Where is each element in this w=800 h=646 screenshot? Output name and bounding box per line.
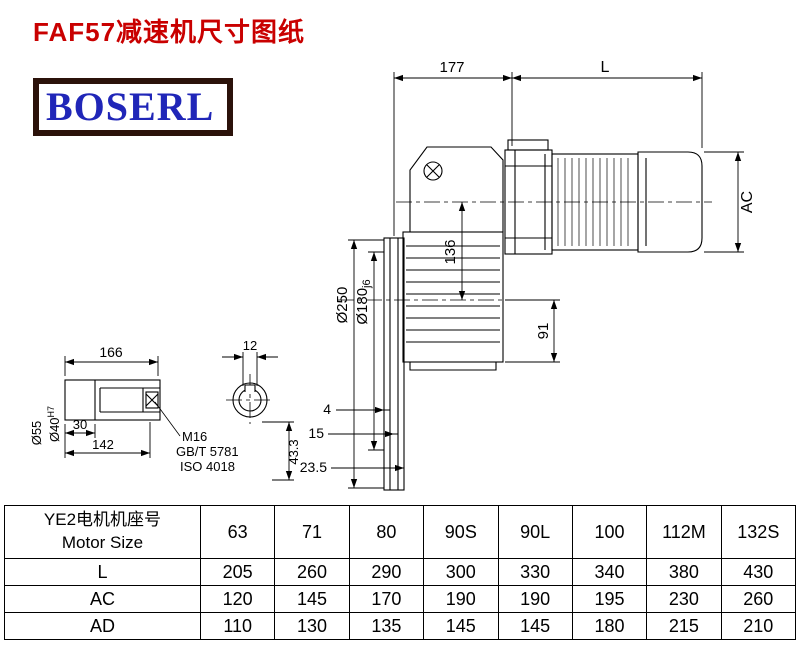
dim-30-label: 30 xyxy=(73,417,87,432)
motor-size-80: 80 xyxy=(348,505,425,559)
dim-40-value: Ø40 xyxy=(47,417,62,442)
dim-55-label: Ø55 xyxy=(29,421,44,446)
dim-L-label: L xyxy=(601,59,610,76)
table-row-AD: AD 110 130 135 145 145 180 215 210 xyxy=(4,612,797,640)
row-label-L: L xyxy=(4,558,201,586)
centerlines xyxy=(226,201,712,424)
row-label-AD: AD xyxy=(4,612,201,640)
table-cell: 430 xyxy=(720,558,797,586)
table-cell: 330 xyxy=(497,558,573,586)
table-cell: 190 xyxy=(497,585,573,613)
dim-43_3-label: 43.3 xyxy=(286,439,301,464)
table-cell: 190 xyxy=(423,585,499,613)
table-cell: 215 xyxy=(646,612,722,640)
motor-size-90L: 90L xyxy=(497,505,573,559)
table-cell: 210 xyxy=(720,612,797,640)
standard-gb-note: GB/T 5781 xyxy=(176,444,239,459)
motor-size-71: 71 xyxy=(274,505,350,559)
lifting-eye-mark xyxy=(423,161,443,181)
dim-166-label: 166 xyxy=(99,344,123,360)
table-cell: 120 xyxy=(199,585,276,613)
table-cell: 135 xyxy=(348,612,425,640)
dim-40-label: Ø40H7 xyxy=(46,406,62,442)
motor-size-100: 100 xyxy=(571,505,648,559)
dim-12-label: 12 xyxy=(243,338,257,353)
table-cell: 195 xyxy=(571,585,648,613)
technical-drawing: 177 L AC Ø250 Ø180j6 136 91 4 15 23.5 16… xyxy=(29,59,756,491)
dim-AC-label: AC xyxy=(739,191,756,213)
table-cell: 170 xyxy=(348,585,425,613)
motor-size-63: 63 xyxy=(199,505,276,559)
standard-iso-note: ISO 4018 xyxy=(180,459,235,474)
table-row-AC: AC 120 145 170 190 190 195 230 260 xyxy=(4,585,797,613)
dim-142-label: 142 xyxy=(92,437,114,452)
table-cell: 180 xyxy=(571,612,648,640)
page-title: FAF57减速机尺寸图纸 xyxy=(33,17,306,47)
table-row-L: L 205 260 290 300 330 340 380 430 xyxy=(4,558,797,586)
gearbox-motor-outline xyxy=(383,139,703,491)
motor-size-header-en: Motor Size xyxy=(61,533,144,552)
table-cell: 260 xyxy=(274,558,350,586)
dimension-lines xyxy=(64,72,744,489)
row-label-AC: AC xyxy=(4,585,201,613)
dim-250-label: Ø250 xyxy=(334,287,351,324)
dim-4-label: 4 xyxy=(323,401,331,417)
dim-180-tolerance: j6 xyxy=(361,279,373,289)
table-header-row: YE2电机机座号 Motor Size 63 71 80 90S 90L 100… xyxy=(4,505,797,559)
table-cell: 230 xyxy=(646,585,722,613)
table-cell: 380 xyxy=(646,558,722,586)
motor-dimension-table: YE2电机机座号 Motor Size 63 71 80 90S 90L 100… xyxy=(4,505,797,640)
brand-logo-text: BOSERL xyxy=(46,84,215,129)
shaft-detail xyxy=(64,379,268,437)
table-cell: 130 xyxy=(274,612,350,640)
table-cell: 145 xyxy=(423,612,499,640)
dim-180-label: Ø180j6 xyxy=(354,279,373,324)
motor-size-112M: 112M xyxy=(646,505,722,559)
table-cell: 145 xyxy=(497,612,573,640)
dim-136-label: 136 xyxy=(442,239,459,264)
dimension-labels: 177 L AC Ø250 Ø180j6 136 91 4 15 23.5 16… xyxy=(29,59,756,475)
table-cell: 110 xyxy=(199,612,276,640)
table-cell: 145 xyxy=(274,585,350,613)
dim-40-tolerance: H7 xyxy=(46,406,56,418)
motor-size-90S: 90S xyxy=(423,505,499,559)
brand-logo: BOSERL xyxy=(33,78,233,136)
motor-size-header-cell: YE2电机机座号 Motor Size xyxy=(4,505,201,559)
dim-177-label: 177 xyxy=(439,59,464,76)
motor-size-132S: 132S xyxy=(720,505,797,559)
dim-23_5-label: 23.5 xyxy=(300,459,327,475)
table-cell: 260 xyxy=(720,585,797,613)
motor-size-header-cn: YE2电机机座号 xyxy=(43,510,162,530)
table-cell: 300 xyxy=(423,558,499,586)
dim-180-value: Ø180 xyxy=(354,288,371,325)
table-cell: 205 xyxy=(199,558,276,586)
table-cell: 340 xyxy=(571,558,648,586)
dim-15-label: 15 xyxy=(308,425,324,441)
thread-note: M16 xyxy=(182,429,207,444)
table-cell: 290 xyxy=(348,558,425,586)
dim-91-label: 91 xyxy=(535,323,552,340)
